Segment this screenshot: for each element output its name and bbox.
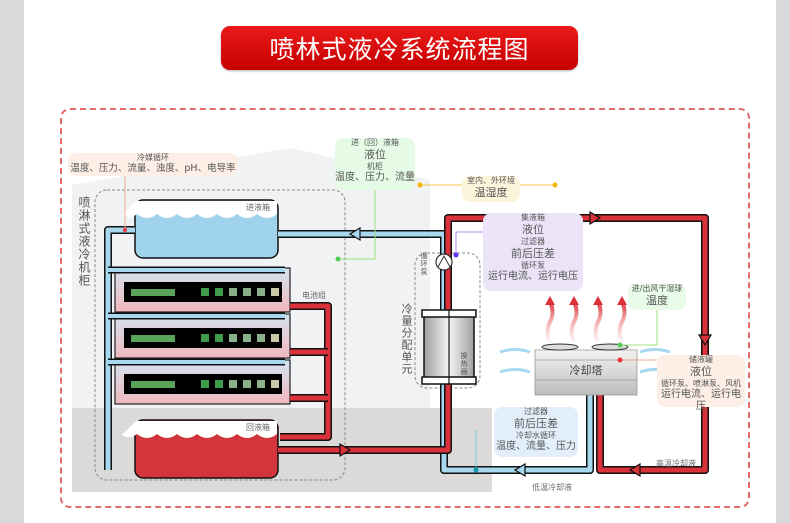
callout-value: 前后压差 — [514, 417, 558, 430]
server-led — [229, 334, 237, 342]
cooling-tower-label: 冷却塔 — [569, 364, 603, 377]
arrow-hot-down-right — [697, 334, 713, 347]
server-led — [215, 288, 223, 296]
arrow-cold-left-bottom — [513, 462, 526, 478]
server-led — [201, 288, 209, 296]
server-led — [257, 380, 265, 388]
steam-arrowheads — [545, 296, 627, 305]
supply-tank — [122, 199, 279, 259]
server-unit — [114, 267, 291, 313]
server-led — [201, 334, 209, 342]
hot-flow-label: 高温冷却液 — [656, 459, 696, 468]
callout-title: 储液罐 — [689, 355, 713, 364]
steam-arrows — [545, 301, 627, 343]
server-led — [229, 380, 237, 388]
server-led — [215, 334, 223, 342]
callout-title: 循环泵 — [521, 260, 545, 270]
callout-storage: 储液罐 液位 循环泵、喷淋泵、风机 运行电流、运行电压 — [657, 355, 745, 412]
flow-arrows — [339, 210, 713, 478]
diagram-frame — [60, 108, 750, 508]
callout-title: 循环泵、喷淋泵、风机 — [661, 378, 741, 388]
server-led — [229, 288, 237, 296]
callout-title: 冷却水循环 — [516, 430, 556, 440]
arrow-cold-left — [348, 226, 361, 242]
callout-value: 液位 — [522, 223, 544, 236]
arrow-hot-right-top — [589, 210, 602, 226]
callout-title: 冷媒循环 — [137, 153, 169, 162]
callout-value: 温度、压力、流量 — [335, 171, 415, 183]
hot-pipes — [278, 214, 709, 474]
cdu-label: 冷量分配单元 — [400, 303, 413, 375]
callout-value: 温度、流量、压力 — [496, 440, 576, 452]
callout-value: 温湿度 — [474, 186, 508, 199]
callout-air-in-out: 进/出风干湿球 温度 — [628, 284, 686, 310]
callout-tank-cabinet: 进（回）液箱 液位 机柜 温度、压力、流量 — [335, 138, 415, 190]
page-title: 喷林式液冷系统流程图 — [221, 26, 578, 70]
cabinet-boundary — [94, 189, 346, 481]
callout-title: 室内、外环境 — [467, 176, 515, 185]
server-led — [257, 288, 265, 296]
return-tank — [122, 419, 279, 479]
arrow-hot-left-bottom — [628, 462, 641, 478]
server-led — [201, 380, 209, 388]
arrow-hot-right-return — [339, 442, 352, 458]
cabinet-label: 喷淋式液冷机柜 — [77, 196, 91, 287]
callout-value: 前后压差 — [511, 246, 555, 260]
server-led — [215, 380, 223, 388]
callout-title: 集液箱 — [521, 213, 545, 222]
server-status-bar — [131, 381, 175, 388]
callout-title: 进（回）液箱 — [351, 138, 399, 147]
server-led — [271, 380, 279, 388]
callout-title: 机柜 — [367, 161, 383, 171]
server-unit — [114, 313, 291, 359]
callout-value: 温度、压力、流量、浊度、pH、电导率 — [70, 163, 236, 174]
battery-label: 电池组 — [302, 291, 326, 300]
callout-coolant-loop: 冷媒循环 温度、压力、流量、浊度、pH、电导率 — [68, 153, 238, 176]
callout-title: 过滤器 — [524, 407, 548, 416]
callout-cooling-water: 过滤器 前后压差 冷却水循环 温度、流量、压力 — [494, 407, 578, 457]
server-unit — [114, 359, 291, 405]
callout-title: 进/出风干湿球 — [631, 284, 683, 293]
callout-environment: 室内、外环境 温湿度 — [462, 176, 520, 202]
callout-value: 液位 — [364, 148, 386, 161]
return-tank-label: 回液箱 — [246, 423, 270, 432]
server-led — [271, 288, 279, 296]
callout-title: 过滤器 — [521, 236, 545, 246]
right-margin — [776, 0, 790, 523]
server-led — [257, 334, 265, 342]
callout-value: 液位 — [690, 365, 712, 378]
server-led — [243, 288, 251, 296]
cold-flow-label: 低温冷却液 — [532, 483, 572, 492]
server-status-bar — [131, 335, 175, 342]
server-status-bar — [131, 289, 175, 296]
callout-collector: 集液箱 液位 过滤器 前后压差 循环泵 运行电流、运行电压 — [483, 213, 583, 291]
server-led — [243, 380, 251, 388]
server-led — [243, 334, 251, 342]
callout-value: 温度 — [646, 294, 668, 307]
server-led — [271, 334, 279, 342]
callout-value: 运行电流、运行电压 — [661, 388, 741, 413]
pump-label: 循环泵 — [420, 252, 428, 276]
callout-value: 运行电流、运行电压 — [488, 270, 578, 282]
circulation-pump — [435, 253, 453, 271]
exchanger-label: 换热器 — [460, 352, 468, 376]
left-margin — [0, 0, 24, 523]
supply-tank-label: 进液箱 — [246, 203, 270, 212]
heat-exchanger — [421, 309, 477, 385]
